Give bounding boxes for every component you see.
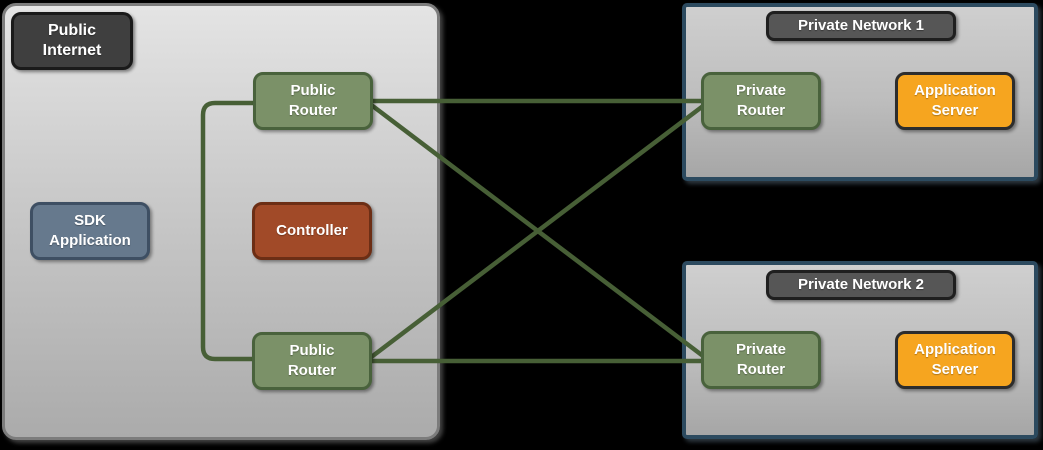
node-public-router-1: Public Router [253, 72, 373, 130]
node-controller: Controller [252, 202, 372, 260]
region-label-private-network-1: Private Network 1 [766, 11, 956, 41]
node-application-server-2: Application Server [895, 331, 1015, 389]
region-label-public-internet: Public Internet [11, 12, 133, 70]
region-label-private-network-2: Private Network 2 [766, 270, 956, 300]
node-application-server-1: Application Server [895, 72, 1015, 130]
node-sdk-application: SDK Application [30, 202, 150, 260]
node-private-router-2: Private Router [701, 331, 821, 389]
node-private-router-1: Private Router [701, 72, 821, 130]
node-public-router-2: Public Router [252, 332, 372, 390]
